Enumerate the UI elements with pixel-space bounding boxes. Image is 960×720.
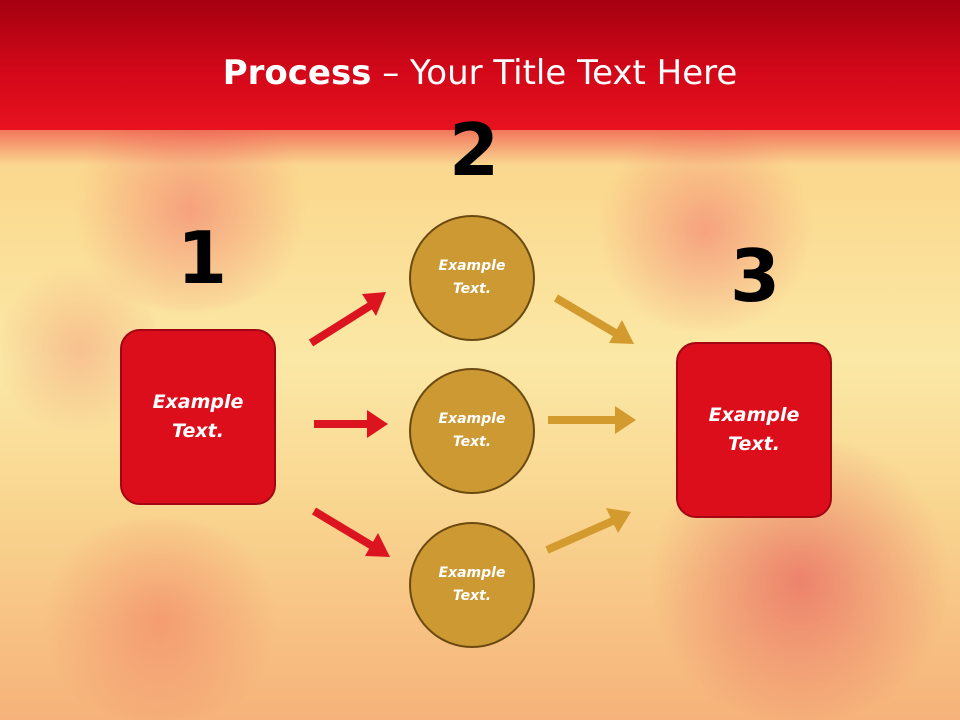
circle-bottom-line2: Text. [452,588,492,604]
step-number-1: 1 [177,216,228,300]
right-box-line1: Example [708,404,800,426]
circle-top-line2: Text. [452,281,492,297]
left-box-line1: Example [152,391,244,413]
title-bold: Process [222,53,372,93]
title-bar-fade [0,125,960,165]
left-box-line2: Text. [172,420,224,442]
right-box-line2: Text. [728,433,780,455]
arrow-from-top [553,294,634,344]
step-number-2: 2 [449,108,500,192]
arrow-to-bottom [311,507,390,557]
arrow-from-middle [548,406,636,434]
slide-title: Process – Your Title Text Here [0,53,960,93]
title-rest: – Your Title Text Here [371,53,738,93]
circle-middle-line2: Text. [452,434,492,450]
arrow-to-middle [314,410,388,438]
circle-middle-line1: Example [438,411,506,427]
step-number-3: 3 [730,234,781,318]
circle-bottom-line1: Example [438,565,506,581]
arrow-from-bottom [545,508,631,554]
background-flower [30,520,290,720]
title-bar [0,0,960,130]
circle-top-line1: Example [438,258,506,274]
arrow-to-top [308,292,386,347]
